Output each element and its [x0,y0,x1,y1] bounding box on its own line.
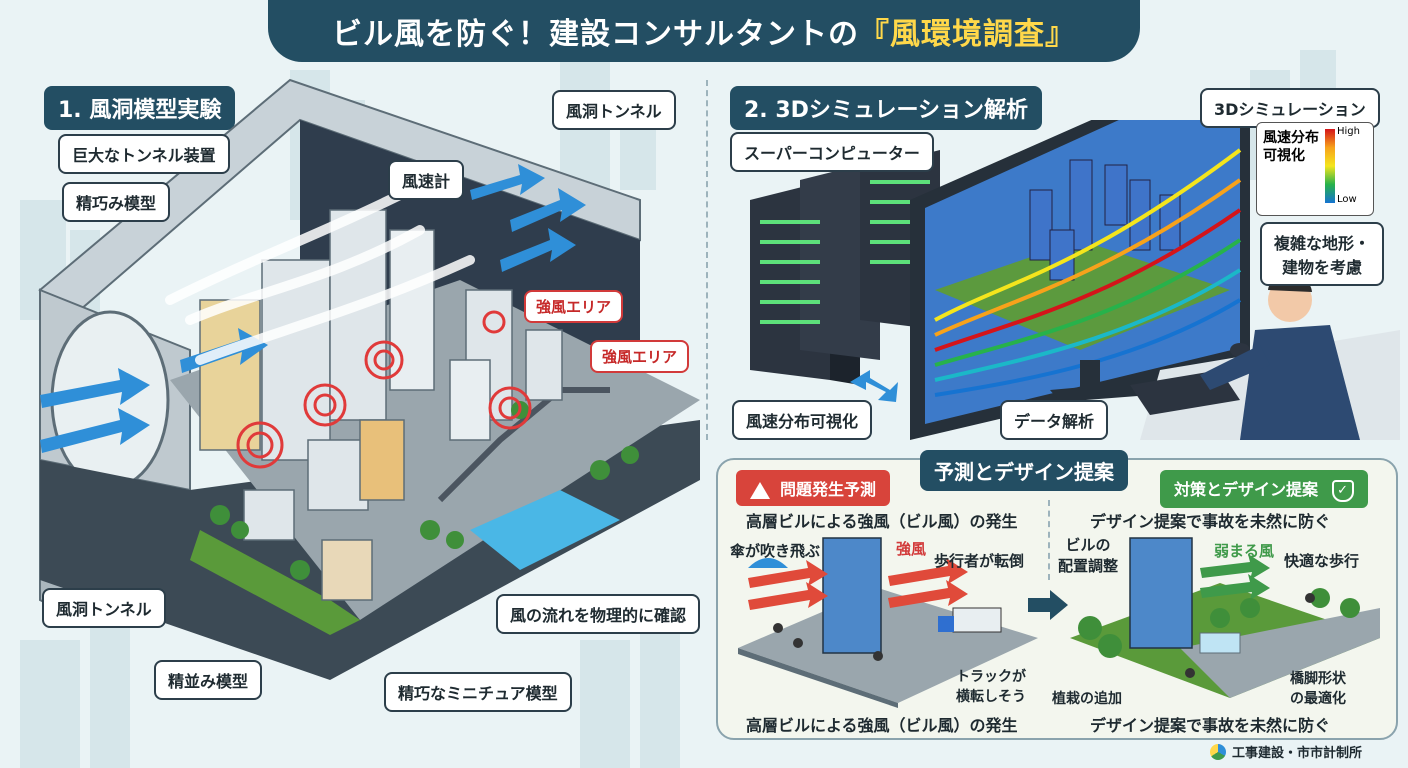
callout-anemometer: 風速計 [388,160,465,200]
wind-arrow [40,368,150,408]
solution-planting: 植栽の追加 [1052,691,1122,707]
title-highlight: 『風環境調査』 [859,17,1076,52]
umbrella-icon [748,558,788,568]
wind-arrow [40,408,150,453]
callout-strong-wind-2: 強風エリア [590,340,690,373]
legend-title: 風速分布 可視化 [1263,130,1319,165]
building [389,229,435,391]
problem-tag: 問題発生予測 [736,470,891,506]
solution-comfort: 快適な歩行 [1284,552,1360,570]
callout-street-model: 精並み模型 [154,660,263,700]
callout-data-analysis: データ解析 [1000,400,1109,440]
strong-wind-ring [303,383,347,427]
simulation-illustration [750,120,1400,440]
sim-terrain [935,240,1230,350]
org-logo-icon [1210,743,1226,760]
solution-tag: 対策とデザイン提案 ✓ [1160,470,1368,508]
problem-illustration [738,537,1038,708]
transition-arrow-icon [1028,590,1068,620]
strong-wind-ring [236,421,284,469]
callout-mini-model: 精巧なミニチュア模型 [384,672,572,712]
callout-physical-check: 風の流れを物理的に確認 [496,594,701,634]
callout-tunnel-top: 風洞トンネル [552,90,676,130]
callout-giant-device: 巨大なトンネル装置 [58,134,230,174]
problem-pedestrian: 歩行者が転倒 [934,552,1025,570]
callout-visualization: 風速分布可視化 [732,400,873,440]
warning-icon [750,482,770,499]
callout-tunnel-bottom: 風洞トンネル [42,588,166,628]
problem-umbrella: 傘が吹き飛ぶ [730,542,821,560]
legend-low: Low [1337,194,1357,205]
strong-wind-ring [488,386,532,430]
wind-arrow [888,580,968,608]
building [243,489,295,541]
legend-high: High [1337,126,1360,137]
shield-check-icon: ✓ [1331,479,1354,502]
solution-footer: デザイン提案で事故を未然に防ぐ [1090,716,1331,735]
section-divider [706,80,708,440]
callout-complex-terrain: 複雑な地形・ 建物を考慮 [1260,222,1385,286]
page-title: ビル風を防ぐ！建設コンサルタントの『風環境調査』 [268,0,1140,62]
building [321,539,373,601]
problem-subtitle: 高層ビルによる強風（ビル風）の発生 [746,512,1018,531]
tall-building [822,537,882,654]
wind-arrow [1200,554,1270,580]
org-name: 工事建設・市市計制所 [1232,746,1363,761]
solution-illustration [1070,537,1380,698]
problem-strong-wind: 強風 [896,540,927,558]
strong-wind-ring [364,340,404,380]
solution-placement: ビルの 配置調整 [1058,536,1119,575]
wind-arrow [500,228,576,272]
wind-arrow [510,188,586,232]
operator [1200,275,1360,440]
problem-footer: 高層ビルによる強風（ビル風）の発生 [746,716,1018,735]
transfer-arrow [850,370,898,402]
grass-strip [190,530,360,635]
section2-heading: 2. 3Dシミュレーション解析 [730,86,1043,130]
supercomputer-racks [750,150,940,385]
legend-box: 風速分布 可視化 High Low [1256,122,1374,216]
wind-arrow [470,164,545,200]
wind-tunnel-illustration [38,78,700,680]
building [359,419,405,501]
section1-heading: 1. 風洞模型実験 [44,86,236,130]
wind-arrow [1200,574,1270,600]
panel-divider [1048,500,1050,580]
building [307,439,369,511]
legend-gradient [1325,129,1335,203]
footer-org: 工事建設・市市計制所 [1210,742,1362,761]
wind-arrow [748,582,828,610]
solution-tag-label: 対策とデザイン提案 [1174,480,1319,499]
truck-icon [938,607,1002,633]
section3-heading: 予測とデザイン提案 [920,450,1128,491]
building [525,329,563,401]
problem-truck: トラックが 横転しそう [956,669,1026,705]
solution-bridge: 橋脚形状 の最適化 [1290,671,1346,707]
title-main: ビル風を防ぐ！建設コンサルタントの [332,17,859,52]
river [470,490,620,570]
problem-tag-label: 問題発生予測 [780,480,877,499]
strong-wind-ring [482,310,506,334]
monitor-stand [1080,360,1100,390]
wind-arrow [888,558,968,586]
callout-supercomputer: スーパーコンピューター [730,132,934,172]
tall-building [1129,537,1193,649]
solution-subtitle: デザイン提案で事故を未然に防ぐ [1090,512,1331,531]
glass-screen [1199,632,1241,654]
wind-arrow [748,560,828,588]
callout-precise-model: 精巧み模型 [62,182,171,222]
solution-weaker-wind: 弱まる風 [1214,542,1275,560]
building [199,299,261,451]
callout-strong-wind-1: 強風エリア [524,290,624,323]
building [449,359,491,441]
